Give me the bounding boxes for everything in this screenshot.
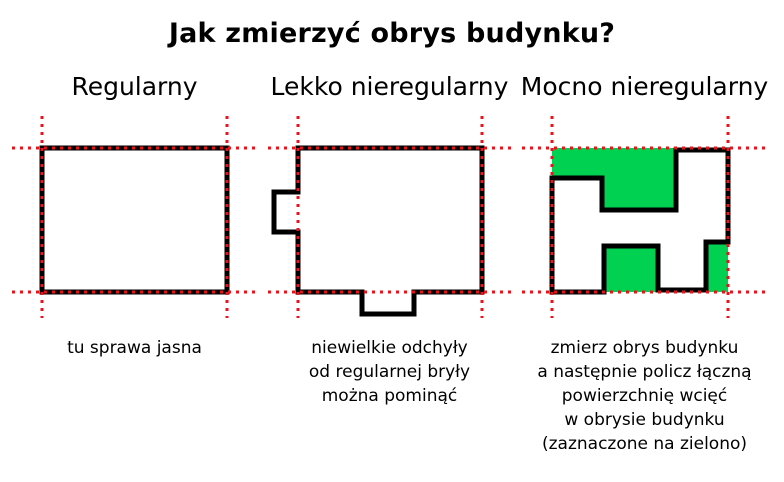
caption-regular: tu sprawa jasna (4, 336, 265, 360)
caption-line: powierzchnię wcięć (561, 386, 728, 406)
caption-line: tu sprawa jasna (67, 338, 202, 358)
diagram-title: Jak zmierzyć obrys budynku? (168, 18, 616, 49)
bounding-guides-very-irregular (522, 116, 766, 318)
caption-slightly-irregular: niewielkie odchyły od regularnej bryły m… (259, 336, 520, 408)
heading-slightly-irregular: Lekko nieregularny (270, 72, 509, 101)
building-outline-very-irregular (549, 147, 731, 295)
caption-very-irregular: zmierz obrys budynku a następnie policz … (514, 336, 775, 456)
bounding-guides-slightly-irregular (268, 116, 512, 318)
caption-line: (zaznaczone na zielono) (541, 434, 748, 454)
caption-line: zmierz obrys budynku (550, 338, 739, 358)
bounding-guides-regular (12, 116, 256, 318)
panel-regular (12, 116, 256, 318)
heading-very-irregular: Mocno nieregularny (520, 72, 769, 101)
heading-regular: Regularny (71, 72, 198, 101)
caption-line: można pominąć (321, 386, 458, 406)
building-outline-regular (39, 145, 230, 295)
panel-slightly-irregular (268, 116, 512, 318)
panel-very-irregular (522, 116, 766, 318)
caption-line: niewielkie odchyły (311, 338, 468, 358)
caption-line: w obrysie budynku (564, 410, 725, 430)
caption-line: a następnie policz łączną (537, 362, 752, 382)
caption-line: od regularnej bryły (308, 362, 471, 382)
building-outline-slightly-irregular (271, 145, 485, 317)
